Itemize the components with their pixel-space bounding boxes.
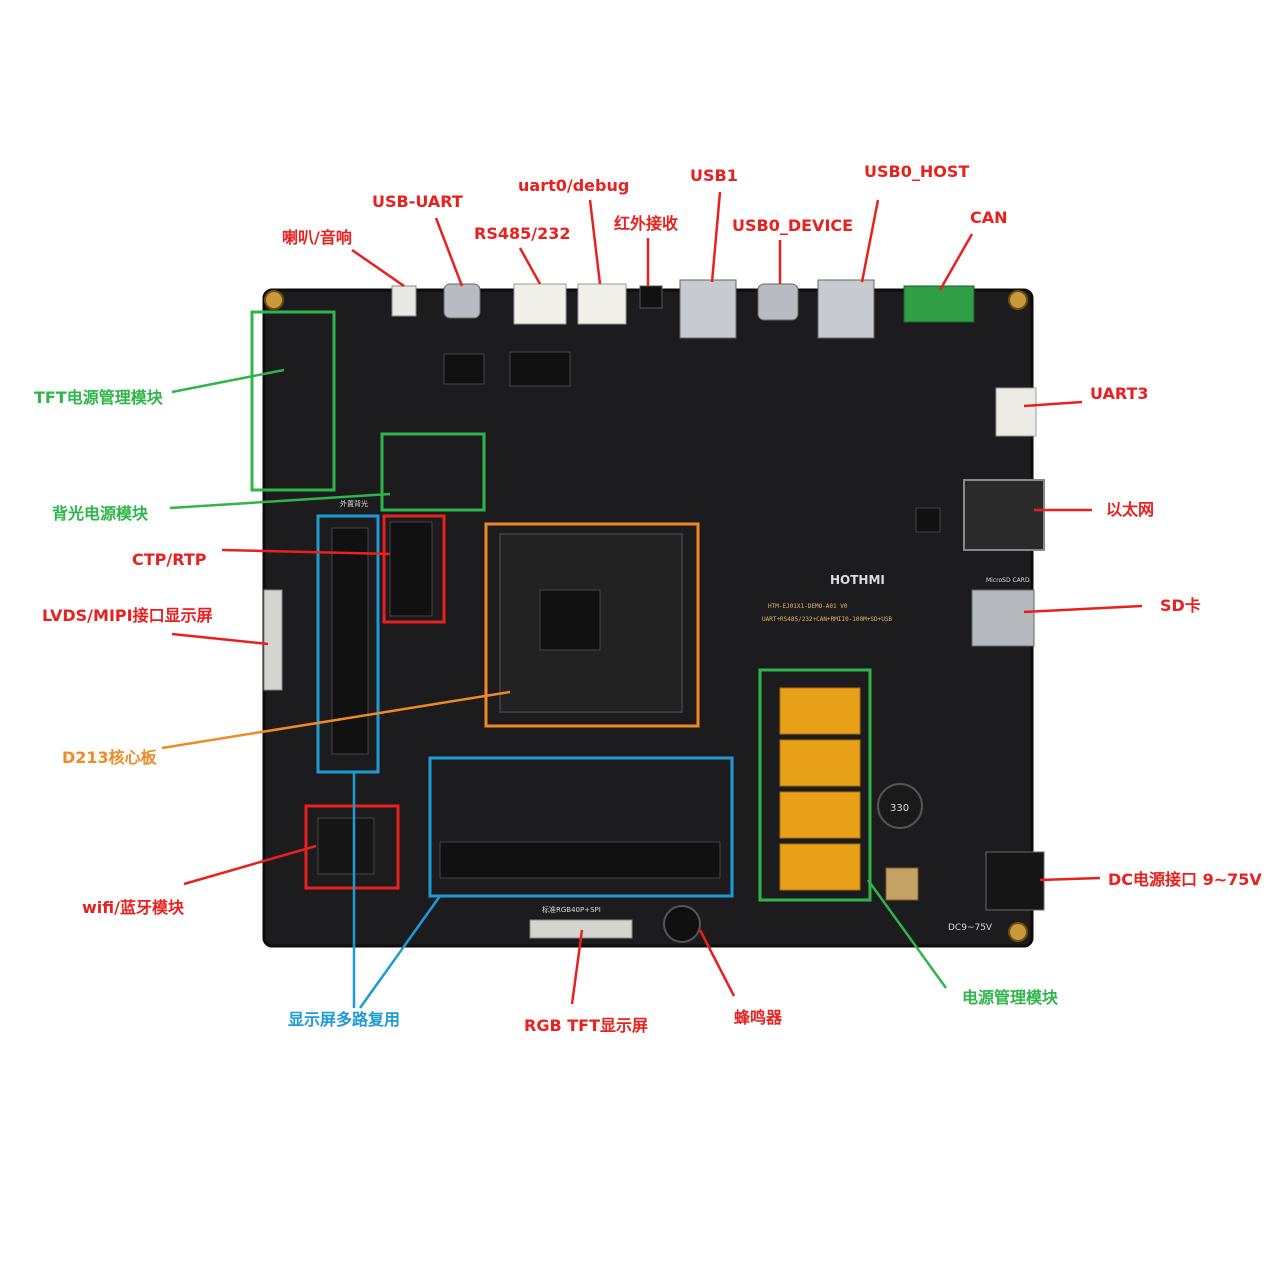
display-mux-box-vertical	[316, 514, 380, 774]
usb-uart-port	[443, 283, 481, 319]
label-usb0-device: USB0_DEVICE	[732, 216, 854, 235]
pointer-ctp	[221, 548, 391, 556]
label-dc-power: DC电源接口 9~75V	[1108, 870, 1262, 889]
pointer-usb1	[710, 191, 722, 283]
label-wifi-bt: wifi/蓝牙模块	[82, 898, 184, 917]
qr-code	[885, 867, 919, 901]
pointer-core	[161, 690, 511, 750]
label-ctp-rtp: CTP/RTP	[132, 550, 207, 569]
tft-power-box	[250, 310, 336, 492]
ethernet-jack	[963, 479, 1045, 551]
board-features: UART+RS485/232+CAN+RMII0-100M+SD+USB	[762, 616, 892, 623]
label-usb1: USB1	[690, 166, 738, 185]
pointer-uart3	[1023, 400, 1083, 408]
mount-hole	[1008, 922, 1028, 942]
label-speaker: 喇叭/音响	[282, 228, 352, 247]
pointer-usb0-host	[860, 199, 880, 283]
usb1-port	[679, 279, 737, 339]
rs485-connector	[513, 283, 567, 325]
ic-chip	[443, 353, 485, 385]
label-usb0-host: USB0_HOST	[864, 162, 970, 181]
label-display-mux: 显示屏多路复用	[288, 1010, 401, 1029]
core-board-box	[484, 522, 700, 728]
pointer-can	[938, 233, 974, 291]
label-rgb-tft: RGB TFT显示屏	[524, 1016, 648, 1035]
lvds-mipi-fpc	[263, 589, 283, 691]
silk-sd: MicroSD CARD	[986, 577, 1030, 584]
core-soc	[539, 589, 601, 651]
core-board	[499, 533, 683, 713]
wifi-bt-box	[304, 804, 400, 890]
pointer-usb-uart	[434, 217, 464, 287]
ctp-rtp-header	[389, 521, 433, 617]
pointer-power-mgmt	[866, 879, 948, 989]
rs485-transceiver-chip	[509, 351, 571, 387]
pointer-wifi	[183, 844, 317, 886]
label-ethernet: 以太网	[1106, 500, 1155, 519]
uart3-connector	[995, 387, 1037, 437]
power-module	[779, 687, 861, 735]
silk-display-mux: 外置背光	[340, 499, 368, 508]
pointer-mux-right	[358, 895, 442, 1009]
silk-rgb: 标准RGB40P+SPI	[542, 905, 601, 914]
uart0-connector	[577, 283, 627, 325]
label-uart0-debug: uart0/debug	[518, 176, 630, 195]
label-sd-card: SD卡	[1160, 596, 1201, 615]
backlight-power-box	[380, 432, 486, 512]
sd-card-slot	[971, 589, 1035, 647]
ctp-rtp-box	[382, 514, 446, 624]
label-can: CAN	[970, 208, 1008, 227]
label-ir-receiver: 红外接收	[614, 214, 679, 233]
wifi-bt-chip	[317, 817, 375, 875]
label-power-mgmt: 电源管理模块	[962, 988, 1059, 1007]
label-rs485: RS485/232	[474, 224, 571, 243]
mount-hole	[264, 290, 284, 310]
label-usb-uart: USB-UART	[372, 192, 463, 211]
pointer-rs485	[518, 247, 542, 285]
usb0-host-port	[817, 279, 875, 339]
label-lvds-mipi: LVDS/MIPI接口显示屏	[42, 606, 213, 625]
mount-hole	[1008, 290, 1028, 310]
display-mux-header-horizontal	[439, 841, 721, 879]
power-module	[779, 739, 861, 787]
pointer-uart0	[588, 199, 602, 285]
label-buzzer: 蜂鸣器	[734, 1008, 783, 1027]
ir-receiver	[639, 285, 663, 309]
pointer-rgb	[570, 929, 584, 1005]
label-tft-power: TFT电源管理模块	[34, 388, 163, 407]
board-model: HTM-EJ01X1-DEMO-A01 V0	[768, 603, 848, 610]
pointer-dc	[1039, 876, 1101, 882]
ethernet-phy-chip	[915, 507, 941, 533]
power-module	[779, 843, 861, 891]
dc-jack	[985, 851, 1045, 911]
pointer-buzzer	[698, 929, 736, 997]
label-backlight-power: 背光电源模块	[52, 504, 149, 523]
pointer-lvds	[171, 632, 269, 646]
pointer-backlight	[169, 492, 391, 510]
speaker-connector	[391, 285, 417, 317]
usb0-device-port	[757, 283, 799, 321]
silk-dc: DC9~75V	[948, 923, 993, 933]
pointer-sd	[1023, 604, 1143, 614]
inductor	[877, 783, 923, 829]
power-module	[779, 791, 861, 839]
silk-inductor: 330	[890, 803, 909, 814]
pointer-speaker	[351, 248, 405, 288]
pointer-tft-power	[171, 368, 285, 394]
can-terminal	[903, 285, 975, 323]
board-brand: HOTHMI	[830, 573, 885, 587]
label-uart3: UART3	[1090, 384, 1149, 403]
label-core-board: D213核心板	[62, 748, 157, 767]
power-mgmt-box	[758, 668, 872, 902]
display-mux-box-horizontal	[428, 756, 734, 898]
buzzer-component	[663, 905, 701, 943]
